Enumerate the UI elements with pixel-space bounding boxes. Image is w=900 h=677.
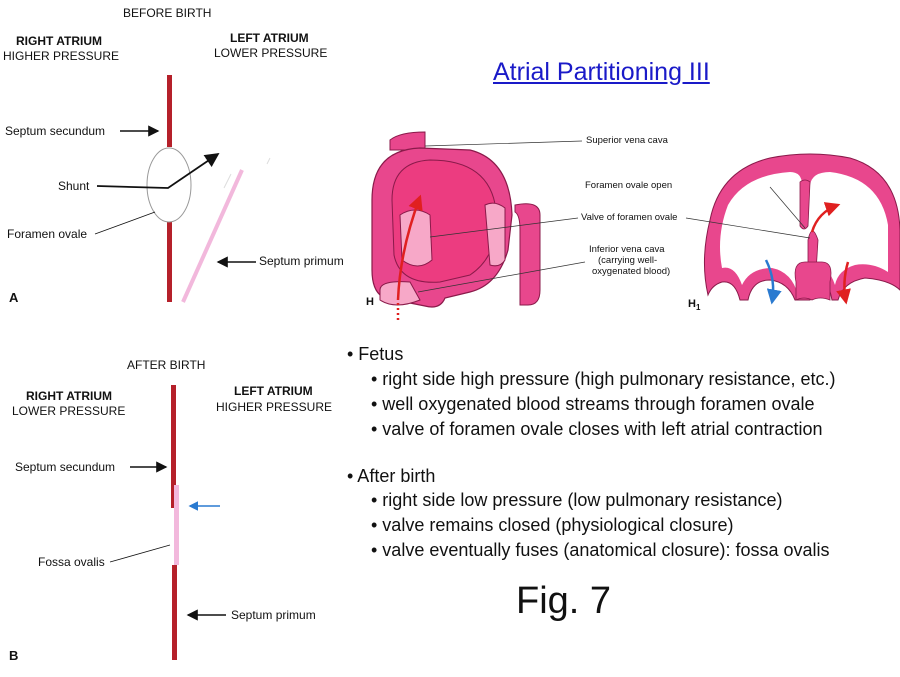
right-pressure-label-b: LOWER PRESSURE <box>12 404 126 418</box>
ivc-label-1: Inferior vena cava <box>589 244 665 255</box>
heart-h1-cavity <box>720 172 888 295</box>
septum-h1 <box>799 179 811 230</box>
septum-secundum-lower-a <box>167 222 172 302</box>
left-atrium-label-a: LEFT ATRIUM <box>230 31 309 45</box>
ivc-label-3: oxygenated blood) <box>592 266 671 277</box>
pointer-svc <box>424 140 583 147</box>
septum-secundum-upper-a <box>167 75 172 147</box>
valve-flap-h <box>399 209 433 267</box>
ivc-vessel <box>379 281 421 306</box>
left-atrium-label-b: LEFT ATRIUM <box>234 384 313 398</box>
after-birth-heading: AFTER BIRTH <box>127 358 206 372</box>
septum-primum-label-b: Septum primum <box>231 608 316 622</box>
svc-label: Superior vena cava <box>586 135 668 146</box>
panel-a-graphics <box>94 75 271 303</box>
shunt-label: Shunt <box>58 179 90 193</box>
pointer-fossa-ovalis <box>109 544 171 563</box>
pointer-ivc <box>417 261 586 293</box>
fetus-item-3: • valve of foramen ovale closes with lef… <box>371 419 823 439</box>
heart-h1-letter: H1 <box>688 298 701 313</box>
septum-secundum-label-b: Septum secundum <box>15 460 116 474</box>
septum-primum-a <box>181 169 244 303</box>
foramen-ovale-label: Foramen ovale <box>7 227 88 241</box>
before-birth-heading: BEFORE BIRTH <box>123 6 212 20</box>
red-arrow-h1-top <box>810 202 841 233</box>
panel-b-letter: B <box>9 648 19 663</box>
page-title: Atrial Partitioning III <box>493 58 710 86</box>
ivc-label-2: (carrying well- <box>598 255 658 266</box>
shunt-arrow <box>96 152 220 189</box>
left-pressure-label-b: HIGHER PRESSURE <box>216 400 333 414</box>
foramen-ovale-shape <box>146 147 192 223</box>
heart-h1-graphics <box>685 153 900 305</box>
fetus-item-1: • right side high pressure (high pulmona… <box>371 369 836 389</box>
right-vessel-h <box>514 203 541 306</box>
panel-b-graphics <box>109 385 226 660</box>
flow-arrow-h <box>396 194 423 301</box>
right-pressure-label-a: HIGHER PRESSURE <box>3 49 120 63</box>
after-item-1: • right side low pressure (low pulmonary… <box>371 490 783 510</box>
after-item-3: • valve eventually fuses (anatomical clo… <box>371 540 830 560</box>
septum-secundum-label-a: Septum secundum <box>5 124 106 138</box>
panel-a-letter: A <box>9 290 19 305</box>
heart-h-graphics <box>371 131 586 320</box>
left-pressure-label-a: LOWER PRESSURE <box>214 46 328 60</box>
faint-line-a <box>223 173 232 189</box>
figure-label: Fig. 7 <box>516 580 612 622</box>
blue-arrow-h1 <box>764 259 782 305</box>
fossa-ovalis-label: Fossa ovalis <box>38 555 105 569</box>
pointer-fo-open <box>769 186 806 229</box>
right-atrium-label-a: RIGHT ATRIUM <box>16 34 102 48</box>
fo-open-label: Foramen ovale open <box>585 180 673 191</box>
red-arrow-h1-right <box>836 261 851 305</box>
right-atrium-label-b: RIGHT ATRIUM <box>26 389 112 403</box>
after-item-2: • valve remains closed (physiological cl… <box>371 515 734 535</box>
endocardial-cushion-h1 <box>794 261 832 301</box>
septum-secundum-b <box>171 385 176 508</box>
faint-line-a2 <box>266 157 271 165</box>
heart-h-letter: H <box>366 296 374 308</box>
small-vessel-h <box>484 202 506 267</box>
fetus-heading: • Fetus <box>347 344 404 364</box>
septum-primum-label-a: Septum primum <box>259 254 344 268</box>
pointer-valve-h1 <box>685 217 811 239</box>
pointer-foramen-ovale <box>94 211 156 235</box>
svc-vessel <box>389 131 426 151</box>
fetus-item-2: • well oxygenated blood streams through … <box>371 394 815 414</box>
septum-primum-b <box>172 565 177 660</box>
after-birth-bullet-heading: • After birth <box>347 466 436 486</box>
fossa-ovalis-segment <box>174 485 179 565</box>
valve-label-h: Valve of foramen ovale <box>581 212 678 223</box>
pointer-valve-h <box>429 217 579 238</box>
